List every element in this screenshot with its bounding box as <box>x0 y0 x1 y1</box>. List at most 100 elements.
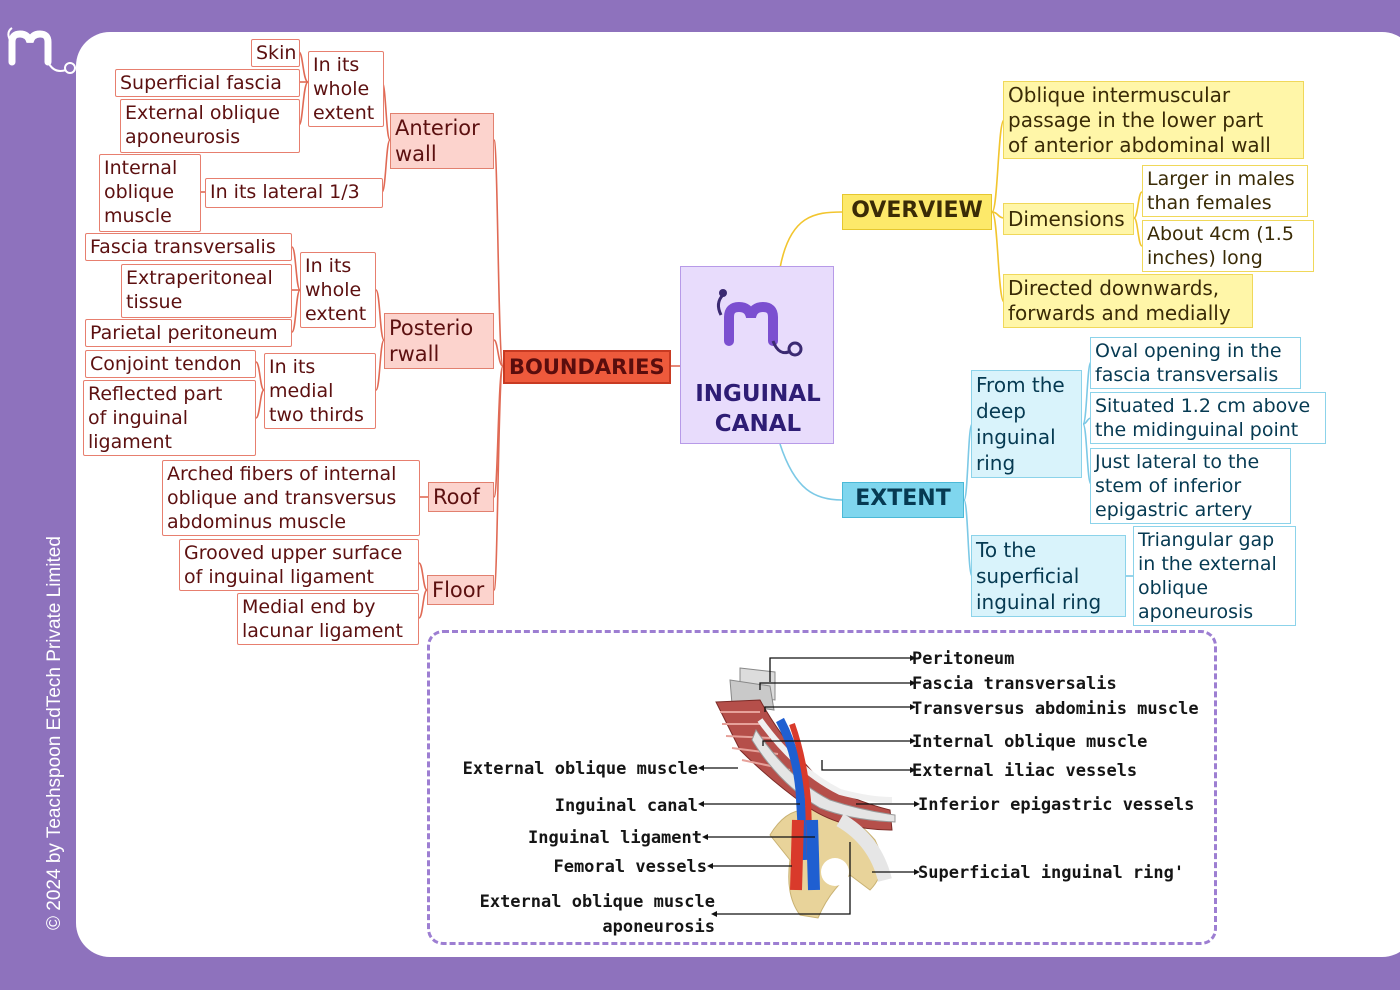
triangular-gap-node: Triangular gap in the external oblique a… <box>1133 526 1296 626</box>
reflected-part-line: ligament <box>88 431 172 453</box>
oblique-passage-line: of anterior abdominal wall <box>1008 133 1271 157</box>
situated-line: Situated 1.2 cm above <box>1095 395 1311 417</box>
deep-ring-node: From the deep inguinal ring <box>971 370 1082 478</box>
reflected-part-line: of inguinal <box>88 407 189 429</box>
extent-node: EXTENT <box>842 482 964 518</box>
medial-two-thirds-line: two thirds <box>269 404 364 426</box>
central-title-line: CANAL <box>714 411 802 437</box>
label-fascia-transversalis: Fascia transversalis <box>912 674 1117 694</box>
reflected-part-line: Reflected part <box>88 383 223 405</box>
oval-opening-line: Oval opening in the <box>1095 340 1282 362</box>
arched-fibers-node: Arched fibers of internal oblique and tr… <box>162 460 420 536</box>
label-inguinal-ligament: Inguinal ligament <box>528 828 702 848</box>
anterior-wall-node: Anterior wall <box>390 113 494 169</box>
external-oblique-aponeurosis-line: External oblique <box>125 102 280 124</box>
brand-logo <box>7 27 76 74</box>
label-peritoneum: Peritoneum <box>912 649 1015 669</box>
superficial-fascia-node: Superficial fascia <box>115 69 300 97</box>
triangular-gap-line: oblique <box>1138 577 1209 599</box>
larger-in-males-node: Larger in males than females <box>1142 165 1308 217</box>
copyright-text: © 2024 by Teachspoon EdTech Private Limi… <box>44 536 65 930</box>
arched-fibers-line: Arched fibers of internal <box>167 463 397 485</box>
directed-line: Directed downwards, <box>1008 276 1220 300</box>
posterior-wall-label: rwall <box>389 342 440 366</box>
anatomy-panel <box>427 630 1217 945</box>
central-title-line: INGUINAL <box>695 381 821 407</box>
grooved-upper-surface-line: of inguinal ligament <box>184 566 375 588</box>
superficial-ring-line: To the <box>976 538 1037 562</box>
arched-fibers-line: oblique and transversus <box>167 487 397 509</box>
anterior-whole-extent-line: extent <box>313 102 375 124</box>
posterior-whole-extent-line: In its <box>305 255 352 277</box>
skin-node: Skin <box>251 39 300 67</box>
grooved-upper-surface-node: Grooved upper surface of inguinal ligame… <box>179 539 419 591</box>
label-transversus-abdominis: Transversus abdominis muscle <box>912 699 1199 719</box>
label-inferior-epigastric: Inferior epigastric vessels <box>918 795 1195 815</box>
internal-oblique-muscle-line: Internal <box>104 157 178 179</box>
larger-in-males-line: than females <box>1147 192 1272 214</box>
deep-ring-line: deep <box>976 399 1026 423</box>
directed-line: forwards and medially <box>1008 301 1231 325</box>
anterior-wall-label: wall <box>395 142 437 166</box>
larger-in-males-line: Larger in males <box>1147 168 1295 190</box>
anterior-whole-extent-line: whole <box>313 78 370 100</box>
posterior-whole-extent-line: whole <box>305 279 362 301</box>
overview-node: OVERVIEW <box>842 194 992 230</box>
anterior-whole-extent-line: In its <box>313 54 360 76</box>
about-4cm-node: About 4cm (1.5 inches) long <box>1142 220 1314 272</box>
inguinal-anatomy-illustration <box>715 667 896 919</box>
directed-node: Directed downwards, forwards and mediall… <box>1003 274 1253 328</box>
brand-logo-center <box>716 289 803 357</box>
posterior-whole-extent-node: In its whole extent <box>300 252 376 328</box>
anterior-wall-label: Anterior <box>395 116 480 140</box>
lacunar-ligament-node: Medial end by lacunar ligament <box>237 593 419 645</box>
just-lateral-line: epigastric artery <box>1095 499 1253 521</box>
situated-node: Situated 1.2 cm above the midinguinal po… <box>1090 392 1326 444</box>
just-lateral-line: Just lateral to the <box>1095 451 1260 473</box>
anterior-whole-extent-node: In its whole extent <box>308 51 384 127</box>
oval-opening-line: fascia transversalis <box>1095 364 1279 386</box>
lacunar-ligament-line: lacunar ligament <box>242 620 403 642</box>
label-external-oblique-muscle: External oblique muscle <box>462 759 698 779</box>
deep-ring-line: ring <box>976 451 1016 475</box>
deep-ring-line: From the <box>976 373 1065 397</box>
external-oblique-aponeurosis-node: External oblique aponeurosis <box>120 99 300 153</box>
label-femoral-vessels: Femoral vessels <box>553 857 707 877</box>
just-lateral-node: Just lateral to the stem of inferior epi… <box>1090 448 1291 524</box>
label-eo-aponeurosis-line: aponeurosis <box>602 917 715 937</box>
label-external-iliac: External iliac vessels <box>912 761 1138 781</box>
posterior-wall-label: Posterio <box>389 316 474 340</box>
label-superficial-ring: Superficial inguinal ring' <box>918 863 1185 883</box>
internal-oblique-muscle-line: oblique <box>104 181 175 203</box>
internal-oblique-muscle-node: Internal oblique muscle <box>99 154 201 232</box>
extraperitoneal-tissue-node: Extraperitoneal tissue <box>121 264 292 318</box>
arched-fibers-line: abdominus muscle <box>167 511 347 533</box>
deep-ring-line: inguinal <box>976 425 1056 449</box>
lacunar-ligament-line: Medial end by <box>242 596 376 618</box>
reflected-part-node: Reflected part of inguinal ligament <box>83 380 256 456</box>
grooved-upper-surface-line: Grooved upper surface <box>184 542 403 564</box>
about-4cm-line: inches) long <box>1147 247 1263 269</box>
oblique-passage-line: Oblique intermuscular <box>1008 83 1231 107</box>
central-topic: INGUINAL CANAL <box>680 266 834 444</box>
oval-opening-node: Oval opening in the fascia transversalis <box>1090 337 1301 389</box>
situated-line: the midinguinal point <box>1095 419 1299 441</box>
label-eo-aponeurosis-line: External oblique muscle <box>479 892 715 912</box>
just-lateral-line: stem of inferior <box>1095 475 1242 497</box>
triangular-gap-line: Triangular gap <box>1138 529 1275 551</box>
floor-node: Floor <box>427 575 494 605</box>
superficial-ring-line: inguinal ring <box>976 590 1102 614</box>
medial-two-thirds-line: medial <box>269 380 334 402</box>
central-title: INGUINAL CANAL <box>681 379 835 439</box>
triangular-gap-line: aponeurosis <box>1138 601 1254 623</box>
extraperitoneal-tissue-line: tissue <box>126 291 183 313</box>
superficial-ring-line: superficial <box>976 564 1080 588</box>
about-4cm-line: About 4cm (1.5 <box>1147 223 1294 245</box>
dimensions-node: Dimensions <box>1003 203 1134 235</box>
parietal-peritoneum-node: Parietal peritoneum <box>85 319 292 347</box>
internal-oblique-muscle-line: muscle <box>104 205 172 227</box>
medial-two-thirds-node: In its medial two thirds <box>264 353 376 429</box>
label-internal-oblique: Internal oblique muscle <box>912 732 1148 752</box>
roof-node: Roof <box>428 482 494 512</box>
oblique-passage-line: passage in the lower part <box>1008 108 1264 132</box>
